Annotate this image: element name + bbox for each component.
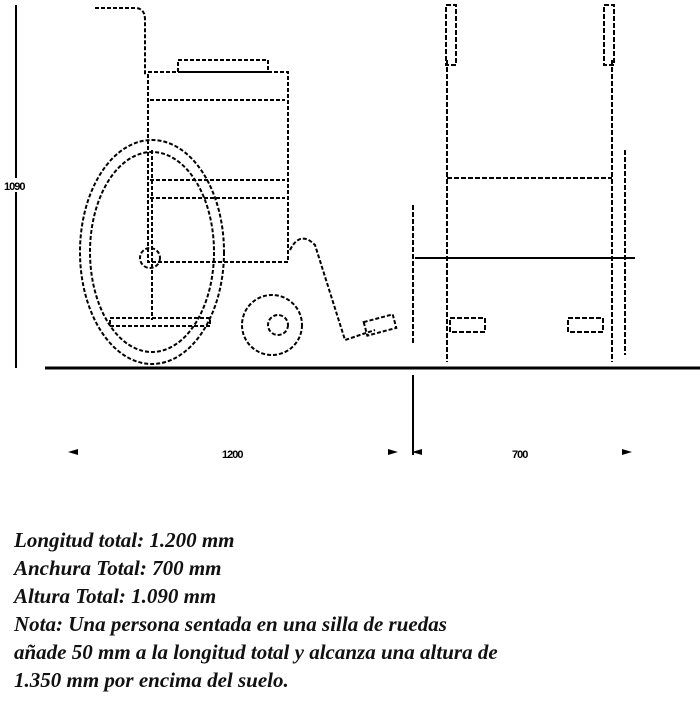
side-view [79,7,398,365]
note-line: 1.350 mm por encima del suelo. [14,668,289,692]
arrow-right-icon [388,449,398,455]
note-line: añade 50 mm a la longitud total y alcanz… [14,640,498,664]
specifications-text: Longitud total: 1.200 mm Anchura Total: … [14,526,498,694]
length-label: 1200 [222,449,243,461]
total-length-line: Longitud total: 1.200 mm [14,528,235,552]
width-label: 700 [512,449,528,461]
arrow-right-icon [622,449,632,455]
total-height-line: Altura Total: 1.090 mm [14,584,217,608]
note-line: Nota: Una persona sentada en una silla d… [14,612,447,636]
arrow-left-icon [68,449,78,455]
front-view [412,4,635,362]
height-label: 1090 [4,181,25,193]
total-width-line: Anchura Total: 700 mm [14,556,222,580]
arrow-left-icon [412,449,422,455]
wheelchair-drawing: 1090 1200 700 [4,4,700,461]
